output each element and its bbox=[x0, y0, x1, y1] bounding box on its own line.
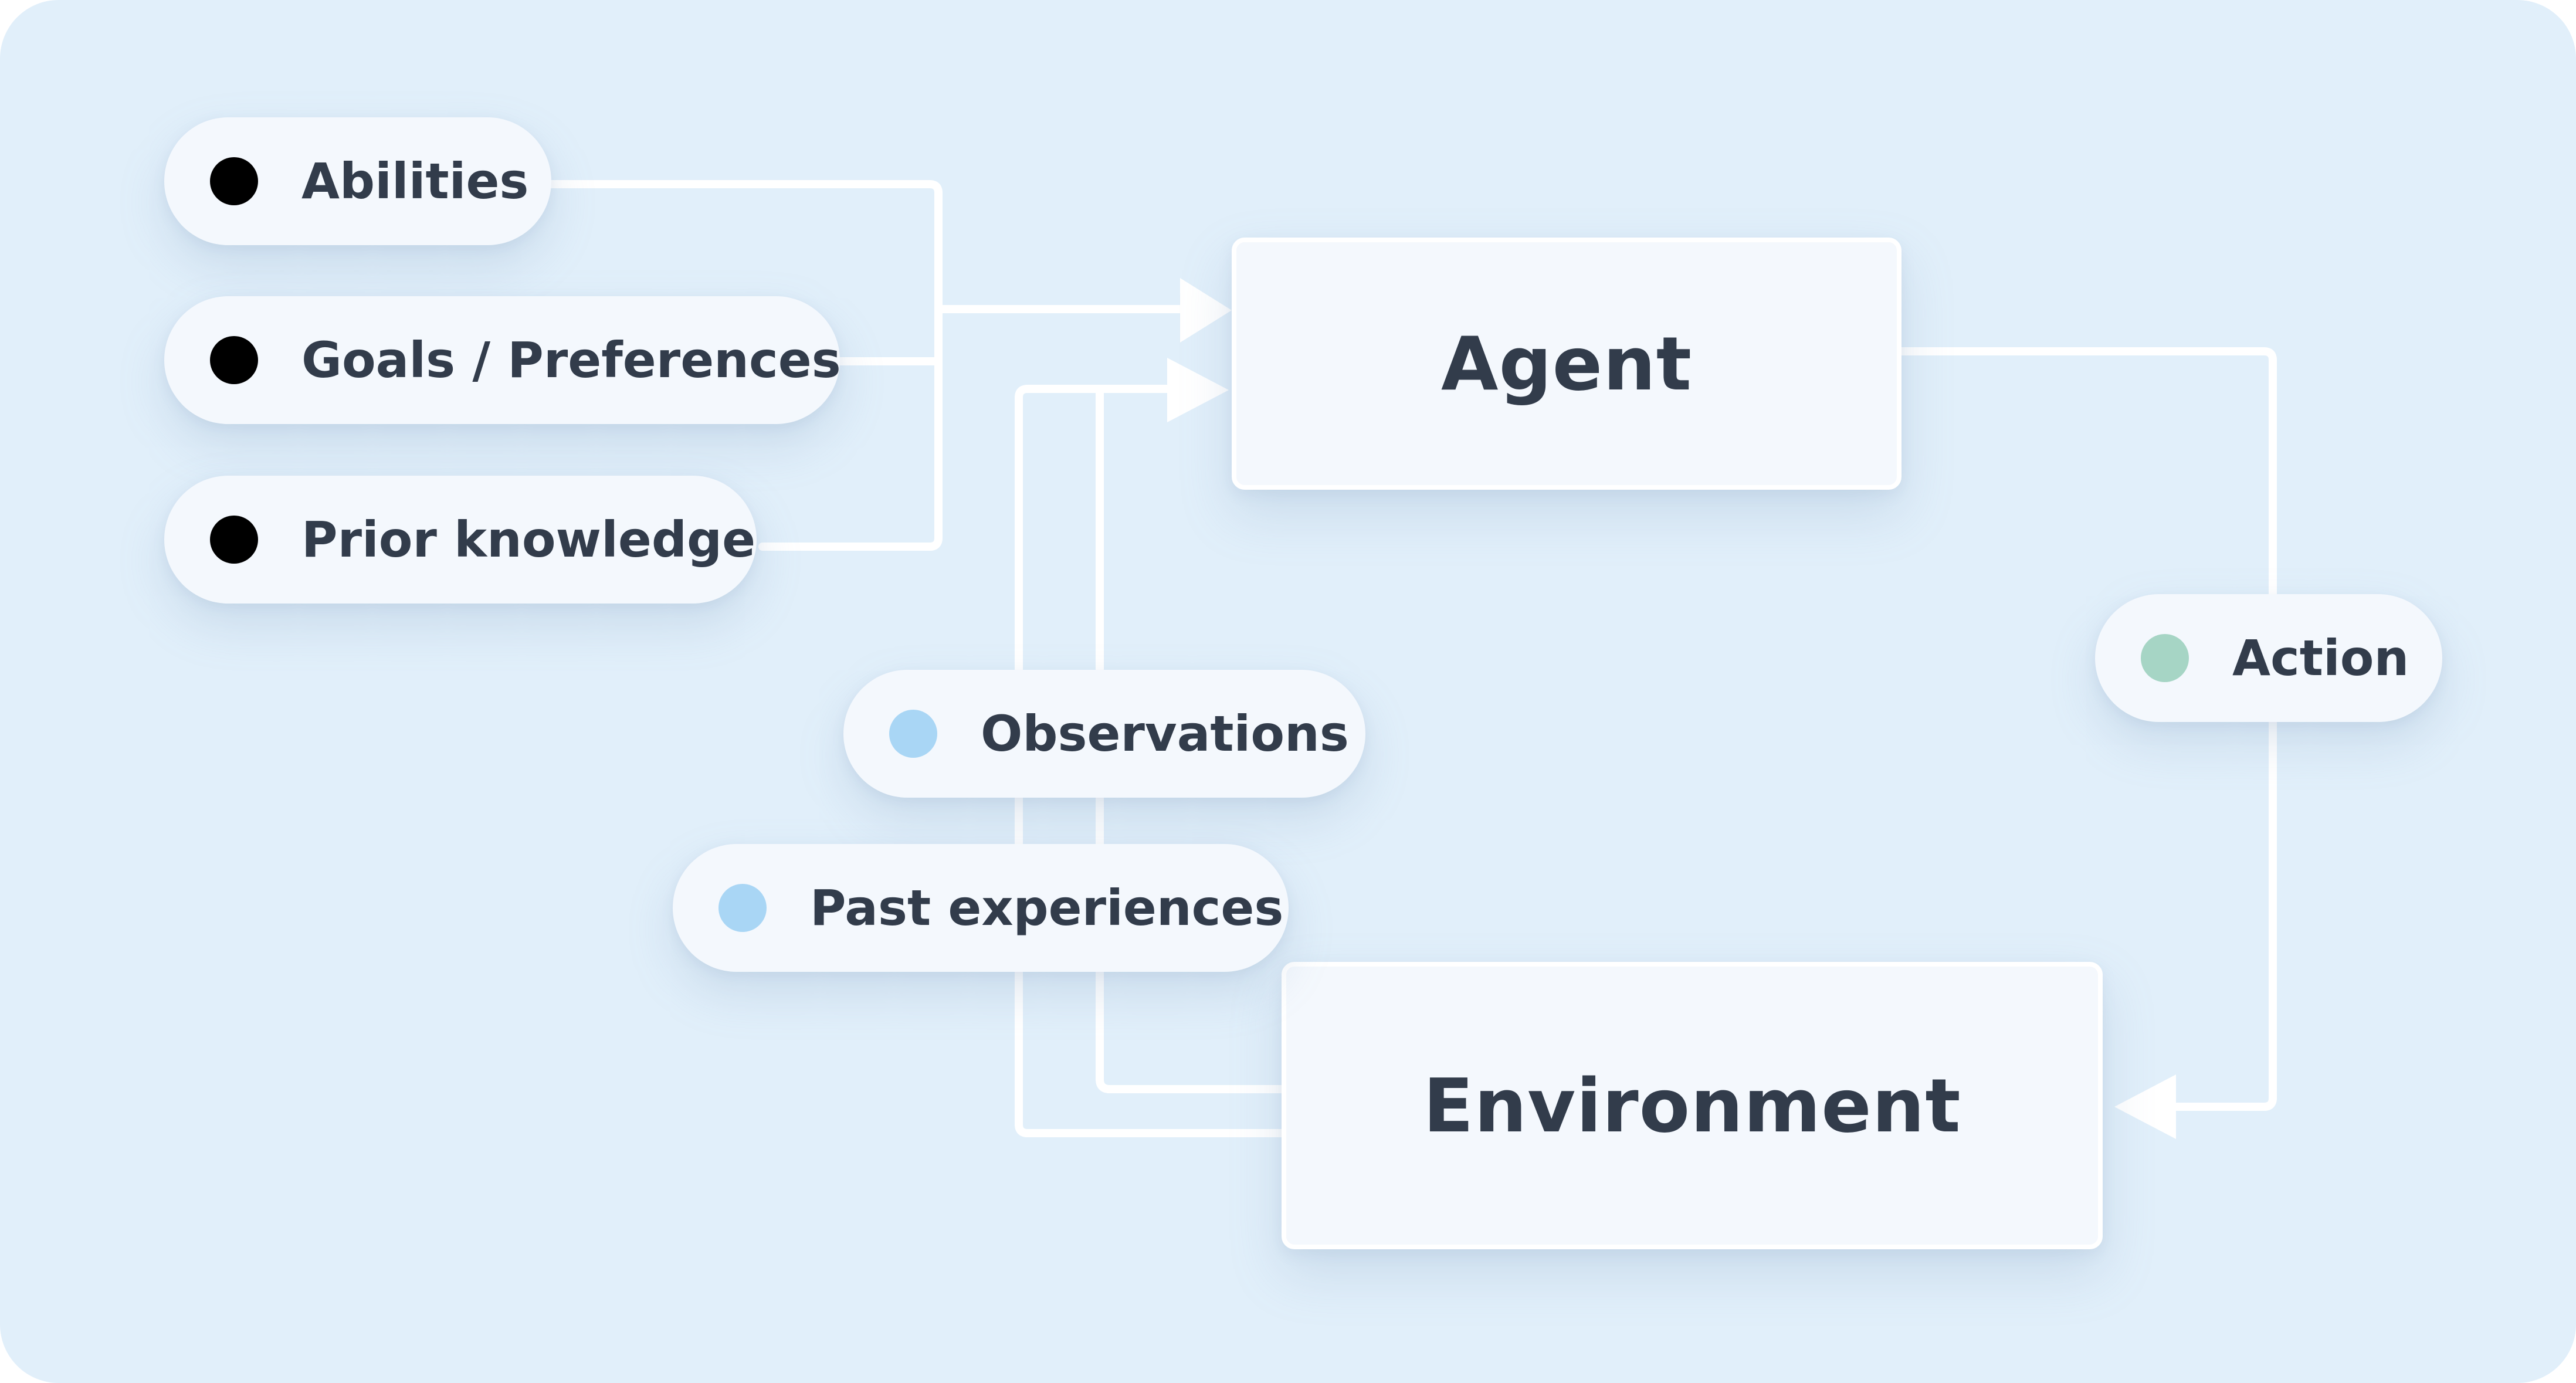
abilities-connector bbox=[544, 180, 1198, 313]
input-pill-goals-preferences: Goals / Preferences bbox=[164, 296, 841, 424]
input-label: Prior knowledge bbox=[301, 511, 756, 568]
environment-action-arrow bbox=[2114, 1074, 2176, 1139]
output-label: Action bbox=[2232, 629, 2409, 687]
bullet-dot-icon bbox=[210, 157, 258, 205]
feedback-pill-past-experiences: Past experiences bbox=[673, 844, 1289, 972]
observations-connector bbox=[1096, 385, 1289, 1093]
bullet-dot-icon bbox=[889, 710, 937, 758]
agent-label: Agent bbox=[1440, 320, 1693, 407]
agent-action-connector bbox=[1791, 347, 2277, 1111]
feedback-pill-observations: Observations bbox=[843, 670, 1365, 798]
input-label: Abilities bbox=[301, 152, 529, 210]
feedback-label: Observations bbox=[981, 705, 1349, 762]
bullet-dot-icon bbox=[2141, 634, 2189, 682]
environment-label: Environment bbox=[1423, 1062, 1961, 1149]
feedback-label: Past experiences bbox=[810, 879, 1284, 937]
environment-box: Environment bbox=[1282, 962, 2103, 1249]
agent-box: Agent bbox=[1232, 238, 1902, 490]
bullet-dot-icon bbox=[718, 884, 767, 932]
agent-feedback-arrow bbox=[1167, 358, 1229, 422]
input-pill-abilities: Abilities bbox=[164, 117, 551, 245]
prior-knowledge-connector bbox=[758, 305, 943, 551]
bullet-dot-icon bbox=[210, 516, 258, 564]
input-pill-prior-knowledge: Prior knowledge bbox=[164, 476, 757, 604]
agent-input-arrow bbox=[1180, 278, 1232, 343]
bullet-dot-icon bbox=[210, 336, 258, 384]
output-pill-action: Action bbox=[2095, 594, 2442, 722]
input-label: Goals / Preferences bbox=[301, 331, 841, 389]
